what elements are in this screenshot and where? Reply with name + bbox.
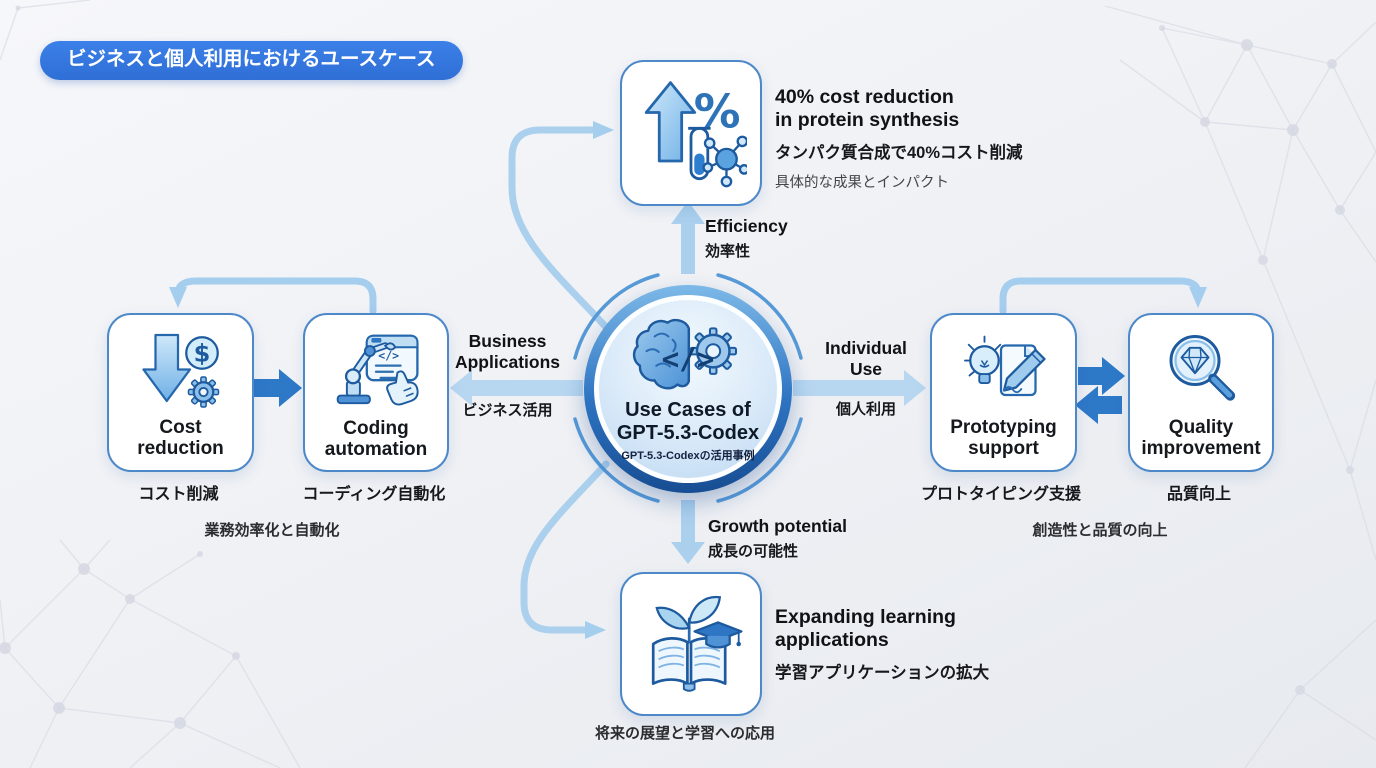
curve-hub-to-bottom-box [520,460,610,639]
protein-heading-en: 40% cost reduction in protein synthesis [775,86,960,131]
arrow-cost-to-coding [253,369,302,407]
branch-business-ja: ビジネス活用 [462,402,553,420]
coding-automation-caption-ja: コーディング自動化 [302,486,446,503]
loop-prototyping-to-quality [999,277,1207,315]
node-cost-reduction: $ Cost reduction [107,313,254,472]
hub-subtitle: GPT-5.3-Codexの活用事例 [621,449,755,462]
branch-efficiency-en: Efficiency [705,216,788,236]
brain-gear-code-icon: </> [632,319,738,390]
quality-label: Quality improvement [1141,416,1261,459]
arrow-hub-up [671,201,705,274]
branch-individual-en: Individual Use [825,338,907,379]
book-sprout-gradcap-icon [651,595,743,692]
magnifier-diamond-icon [1169,334,1236,401]
branch-business: Business Applications ビジネス活用 [435,331,580,420]
branch-growth-en: Growth potential [708,516,848,536]
protein-heading-ja: タンパク質合成で40%コスト削減 [775,144,1023,162]
svg-text:</>: </> [378,348,399,362]
title-badge: ビジネスと個人利用におけるユースケース [40,41,463,80]
node-learning-applications [620,572,762,716]
svg-text:</>: </> [662,342,715,376]
branch-efficiency-ja: 効率性 [705,242,751,260]
hub-node: </> Use Cases of GPT-5.3-Codex GPT-5.3-C… [584,285,792,493]
cost-reduction-caption-ja: コスト削減 [138,486,219,503]
learning-heading-ja: 学習アプリケーションの拡大 [775,664,990,682]
svg-text:$: $ [193,339,210,367]
branch-growth: Growth potential 成長の可能性 [708,516,847,561]
loop-coding-to-cost [169,277,377,315]
hub-core: </> Use Cases of GPT-5.3-Codex GPT-5.3-C… [599,300,777,478]
arrow-quality-to-prototyping [1075,386,1122,424]
prototyping-label: Prototyping support [950,416,1057,459]
learning-info-text: Expanding learning applications 学習アプリケーシ… [775,606,1055,683]
protein-caption-ja: 具体的な成果とインパクト [775,175,949,191]
branch-individual-ja: 個人利用 [835,401,896,419]
branch-individual: Individual Use 個人利用 [801,338,931,419]
business-group-caption: 業務効率化と自動化 [204,522,340,539]
node-coding-automation: </> Coding automation [303,313,449,472]
future-group-caption: 将来の展望と学習への応用 [594,725,775,742]
branch-business-en: Business Applications [454,331,560,372]
hub-title: Use Cases of GPT-5.3-Codex [616,399,760,444]
cost-reduction-label: Cost reduction [137,416,224,459]
quality-caption-ja: 品質向上 [1166,486,1231,503]
trend-up-percent-lab-icon: % [644,81,747,188]
cost-down-dollar-gear-icon: $ [141,333,219,408]
idea-sketch-pencil-icon [963,335,1046,396]
branch-growth-ja: 成長の可能性 [708,542,799,560]
arrow-prototyping-to-quality [1078,357,1125,395]
personal-group-caption: 創造性と品質の向上 [1032,522,1168,539]
curve-hub-to-top-box [508,121,618,340]
robot-arm-code-icon: </> [336,334,419,406]
protein-info-text: 40% cost reduction in protein synthesis … [775,86,1065,192]
learning-heading-en: Expanding learning applications [775,606,956,651]
node-prototyping-support: Prototyping support [930,313,1077,472]
arrow-hub-down [671,500,705,564]
node-protein-synthesis: % [620,60,762,206]
prototyping-caption-ja: プロトタイピング支援 [920,486,1081,503]
branch-efficiency: Efficiency 効率性 [705,216,788,261]
node-quality-improvement: Quality improvement [1128,313,1274,472]
coding-automation-label: Coding automation [324,417,428,460]
